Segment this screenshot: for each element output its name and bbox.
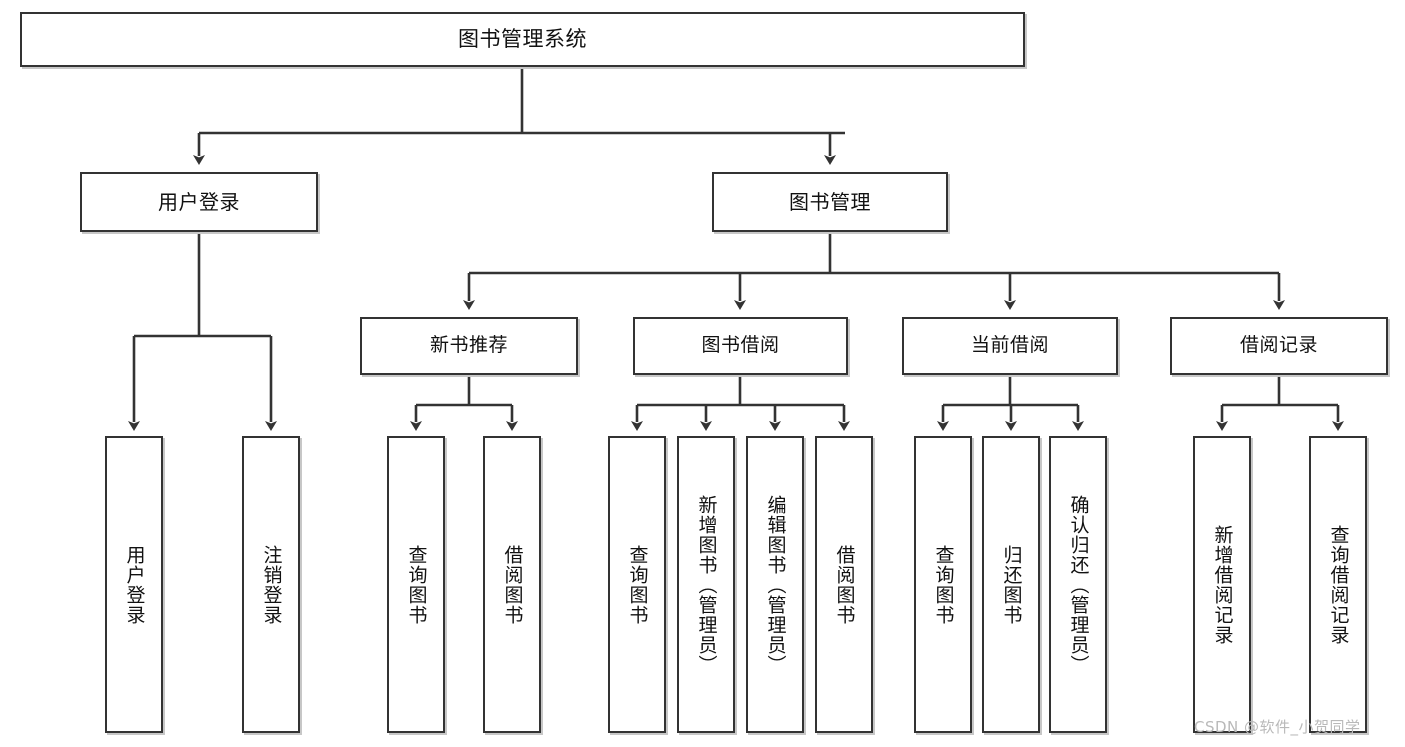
edge-group-book-borrow [631, 377, 850, 431]
node-user-login[interactable]: 用户登录 [80, 172, 318, 232]
node-root-label: 图书管理系统 [458, 27, 587, 52]
leaf-query-book-1[interactable]: 查询图书 [387, 436, 445, 733]
node-book-borrow-label: 图书借阅 [701, 334, 780, 357]
leaf-borrow-book-1-label: 借阅图书 [501, 544, 524, 625]
edge-group-borrow-record [1216, 377, 1344, 431]
csdn-watermark: CSDN @软件_小贺同学 [1194, 718, 1361, 736]
leaf-borrow-book-1[interactable]: 借阅图书 [483, 436, 541, 733]
node-book-manage[interactable]: 图书管理 [712, 172, 948, 232]
node-current-borrow[interactable]: 当前借阅 [902, 317, 1118, 375]
leaf-query-record-label: 查询借阅记录 [1327, 524, 1350, 645]
leaf-logout-login-label: 注销登录 [260, 544, 283, 625]
leaf-add-book[interactable]: 新增图书（管理员） [677, 436, 735, 733]
leaf-borrow-book-2-label: 借阅图书 [833, 544, 856, 625]
edge-group-current-borrow [937, 377, 1084, 431]
node-book-manage-label: 图书管理 [789, 189, 871, 214]
leaf-query-book-3[interactable]: 查询图书 [914, 436, 972, 733]
leaf-query-book-2[interactable]: 查询图书 [608, 436, 666, 733]
leaf-query-record[interactable]: 查询借阅记录 [1309, 436, 1367, 733]
leaf-user-login-label: 用户登录 [123, 544, 146, 625]
leaf-add-record-label: 新增借阅记录 [1211, 524, 1234, 645]
leaf-confirm-return-label: 确认归还（管理员） [1067, 494, 1090, 675]
leaf-user-login[interactable]: 用户登录 [105, 436, 163, 733]
node-borrow-record-label: 借阅记录 [1239, 334, 1318, 357]
node-book-borrow[interactable]: 图书借阅 [633, 317, 848, 375]
leaf-query-book-3-label: 查询图书 [932, 544, 955, 625]
edge-group-new-book-rec [410, 377, 518, 431]
leaf-return-book[interactable]: 归还图书 [982, 436, 1040, 733]
node-user-login-label: 用户登录 [158, 189, 240, 214]
leaf-query-book-2-label: 查询图书 [626, 544, 649, 625]
leaf-add-record[interactable]: 新增借阅记录 [1193, 436, 1251, 733]
node-root[interactable]: 图书管理系统 [20, 12, 1025, 67]
leaf-borrow-book-2[interactable]: 借阅图书 [815, 436, 873, 733]
edge-group-book-manage [463, 234, 1285, 310]
node-new-book-rec[interactable]: 新书推荐 [360, 317, 578, 375]
node-new-book-rec-label: 新书推荐 [429, 334, 508, 357]
node-current-borrow-label: 当前借阅 [970, 334, 1049, 357]
leaf-confirm-return[interactable]: 确认归还（管理员） [1049, 436, 1107, 733]
edge-group-user-login [128, 234, 277, 431]
leaf-return-book-label: 归还图书 [1000, 544, 1023, 625]
leaf-logout-login[interactable]: 注销登录 [242, 436, 300, 733]
node-borrow-record[interactable]: 借阅记录 [1170, 317, 1388, 375]
leaf-edit-book[interactable]: 编辑图书（管理员） [746, 436, 804, 733]
leaf-edit-book-label: 编辑图书（管理员） [764, 494, 787, 675]
leaf-query-book-1-label: 查询图书 [405, 544, 428, 625]
edge-group-root [193, 69, 845, 165]
leaf-add-book-label: 新增图书（管理员） [695, 494, 718, 675]
